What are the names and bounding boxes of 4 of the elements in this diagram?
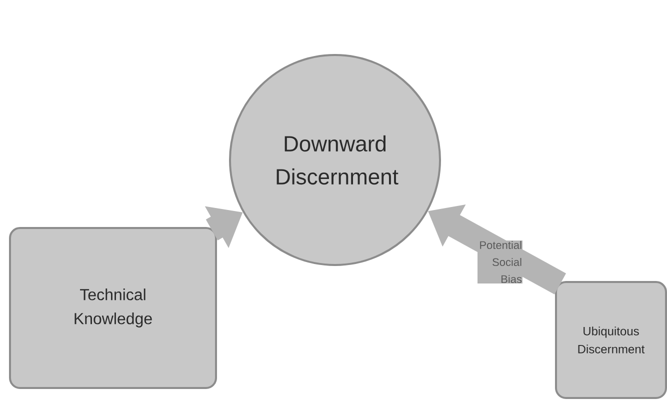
rounded-box: Ubiquitous Discernment	[555, 281, 667, 399]
circle-node: Downward Discernment	[229, 54, 441, 266]
edge-label: Potential Social Bias	[478, 240, 522, 284]
rounded-box: Technical Knowledge	[9, 227, 217, 389]
